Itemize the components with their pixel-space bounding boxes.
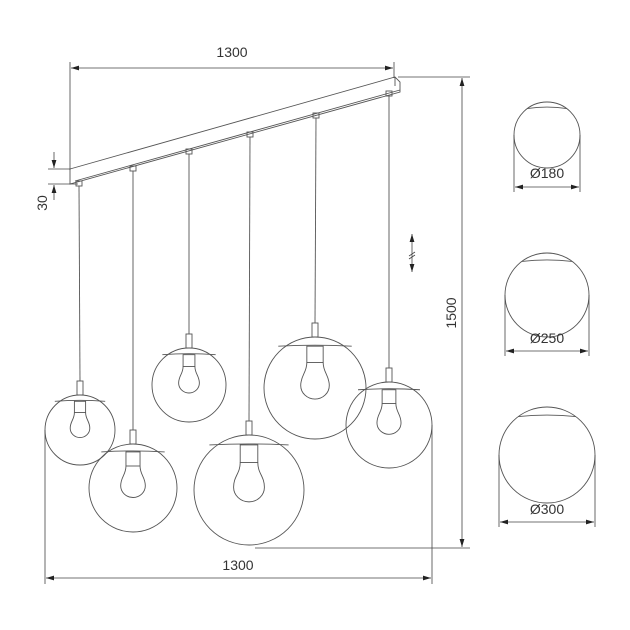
canopy-height-dimension: 30: [34, 152, 78, 211]
glass-globe: [193, 434, 305, 546]
bulb-icon: [120, 465, 146, 498]
bulb-icon: [69, 412, 91, 439]
glass-globe: [263, 336, 367, 440]
double-arrow-adjust-icon: [408, 234, 416, 272]
shade-2: [504, 252, 590, 356]
bulb-icon: [376, 403, 402, 435]
top-width-dimension: 1300: [69, 44, 395, 170]
bottom-width-dimension: 1300: [44, 425, 433, 584]
glass-globe: [88, 443, 178, 533]
shade-1: [513, 101, 581, 192]
small-diameter-label: Ø180: [530, 165, 564, 181]
shade-3: [498, 406, 596, 527]
pendant-3: [151, 148, 227, 423]
top-width-label: 1300: [216, 44, 247, 60]
large-diameter-label: Ø300: [530, 501, 564, 517]
canopy-bar: [69, 76, 401, 185]
pendant-5: [263, 112, 367, 440]
canopy-height-label: 30: [34, 195, 50, 211]
pendant-4: [193, 131, 305, 546]
bottom-width-label: 1300: [222, 557, 253, 573]
medium-diameter-label: Ø250: [530, 330, 564, 346]
bulb-icon: [233, 462, 265, 503]
shade-sizes: [498, 101, 596, 527]
pendants: [44, 90, 433, 546]
glass-globe: [151, 347, 227, 423]
bulb-icon: [178, 366, 200, 394]
pendant-6: [345, 90, 433, 469]
pendant-2: [88, 165, 178, 533]
pendant-1: [44, 180, 116, 466]
glass-globe: [345, 381, 433, 469]
bulb-icon: [300, 362, 330, 400]
height-label: 1500: [443, 297, 459, 328]
height-dimension: 1500: [255, 76, 470, 549]
